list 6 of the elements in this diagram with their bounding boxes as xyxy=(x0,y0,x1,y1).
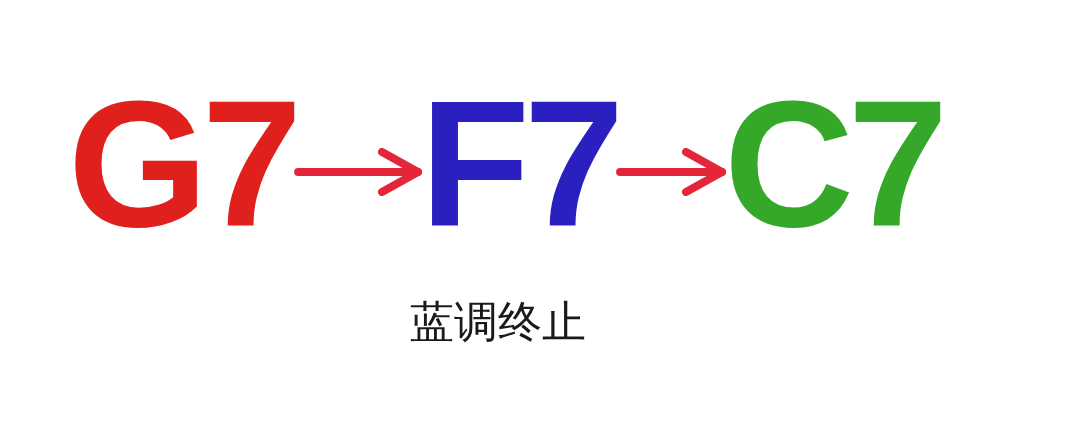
chord-label: G7 xyxy=(68,74,297,254)
arrow xyxy=(294,148,422,196)
chord-label: C7 xyxy=(724,74,943,254)
chord-label: F7 xyxy=(420,74,619,254)
caption: 蓝调终止 xyxy=(410,300,586,344)
arrow xyxy=(616,148,726,196)
